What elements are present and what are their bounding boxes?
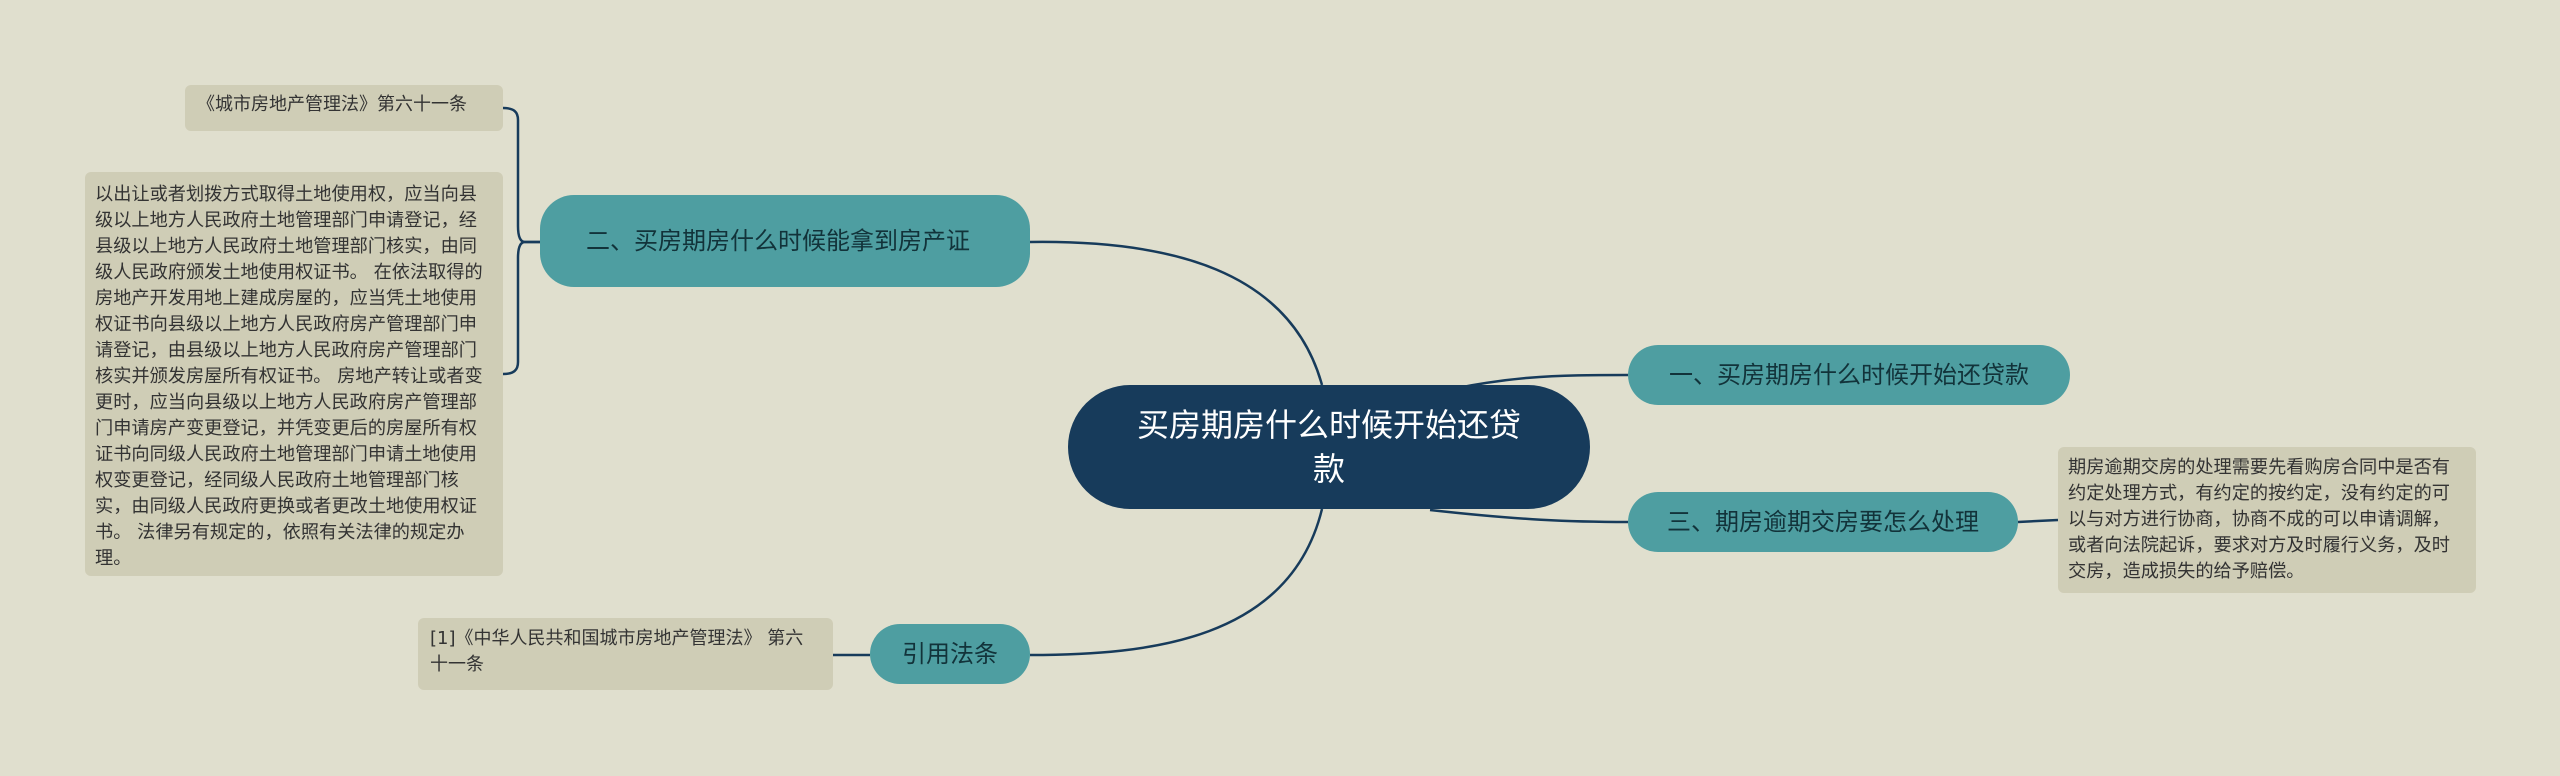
leaf-citation[interactable]: [1]《中华人民共和国城市房地产管理法》 第六十一条 [418,618,833,690]
leaf-law-article[interactable]: 《城市房地产管理法》第六十一条 [185,85,503,131]
link-b3-l3 [2017,518,2059,524]
leaf-text: [1]《中华人民共和国城市房地产管理法》 第六十一条 [430,628,804,675]
branch-label: 三、期房逾期交房要怎么处理 [1667,508,1979,536]
branch-label: 二、买房期房什么时候能拿到房产证 [586,227,970,255]
link-root-b2 [1029,240,1324,386]
branch-cited-law[interactable]: 引用法条 [870,624,1030,684]
branch-repayment-start[interactable]: 一、买房期房什么时候开始还贷款 [1628,345,2070,405]
leaf-text: 《城市房地产管理法》第六十一条 [197,94,467,115]
link-root-b4 [1029,508,1324,657]
branch-label: 引用法条 [902,640,998,668]
leaf-text: 期房逾期交房的处理需要先看购房合同中是否有约定处理方式，有约定的按约定，没有约定… [2068,457,2450,582]
link-b2-l2 [502,240,540,376]
branch-label: 一、买房期房什么时候开始还贷款 [1669,361,2029,389]
link-b2-l1 [502,106,540,244]
link-root-b3 [1429,508,1629,524]
root-topic-label: 买房期房什么时候开始还贷款 [1136,406,1521,488]
branch-overdue-delivery[interactable]: 三、期房逾期交房要怎么处理 [1628,492,2018,552]
leaf-overdue-handling[interactable]: 期房逾期交房的处理需要先看购房合同中是否有约定处理方式，有约定的按约定，没有约定… [2058,447,2476,593]
leaf-text: 以出让或者划拨方式取得土地使用权，应当向县级以上地方人民政府土地管理部门申请登记… [95,184,483,569]
root-topic[interactable]: 买房期房什么时候开始还贷款 [1068,385,1590,509]
leaf-law-content[interactable]: 以出让或者划拨方式取得土地使用权，应当向县级以上地方人民政府土地管理部门申请登记… [85,172,503,576]
branch-property-certificate[interactable]: 二、买房期房什么时候能拿到房产证 [540,195,1030,287]
